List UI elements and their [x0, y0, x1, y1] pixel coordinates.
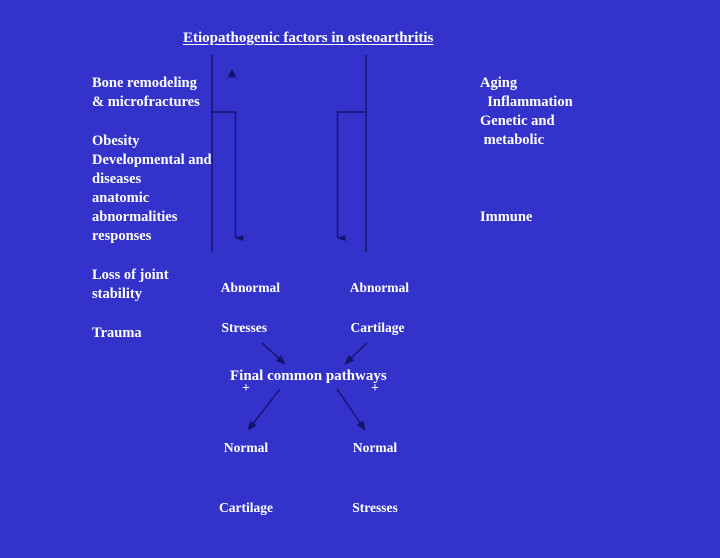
page-title: Etiopathogenic factors in osteoarthritis [183, 30, 434, 46]
factor-trauma: Trauma [92, 325, 142, 341]
pathway-right-plus: + [371, 380, 379, 395]
pathway-left-line-5: Cartilage [219, 500, 273, 515]
factor-loss-of-joint-stability: Loss of joint stability [92, 267, 169, 302]
pathway-right-line-4: Normal [352, 440, 398, 455]
pathway-right-line-5: Stresses [352, 500, 398, 515]
pathway-left-line-2: Stresses [221, 320, 268, 335]
pathway-right-line-2: Cartilage [350, 320, 405, 335]
pathway-left-line-1: Abnormal [220, 280, 281, 295]
factor-obesity-developmental: Obesity Developmental and diseases anato… [92, 133, 212, 244]
arrowhead-up-left-group [227, 69, 237, 78]
final-common-pathways-label: Final common pathways [230, 368, 387, 384]
pathway-left-plus: + [242, 380, 250, 395]
slide-canvas: Etiopathogenic factors in osteoarthritis… [92, 30, 573, 515]
pathway-box-abnormal-cartilage: Abnormal Cartilage + Normal Stresses [337, 258, 413, 558]
pathway-box-abnormal-stresses: Abnormal Stresses + Normal Cartilage [208, 258, 284, 558]
pathway-right-line-1: Abnormal [349, 280, 410, 295]
pathway-left-line-4: Normal [223, 440, 269, 455]
factor-bone-remodeling: Bone remodeling & microfractures [92, 75, 200, 110]
connector-left-bracket [212, 111, 244, 241]
factor-aging-inflammation-genetic: Aging Inflammation Genetic and metabolic [480, 75, 573, 148]
connector-right-bracket [336, 111, 366, 241]
factor-immune-responses: Immune [480, 209, 533, 225]
